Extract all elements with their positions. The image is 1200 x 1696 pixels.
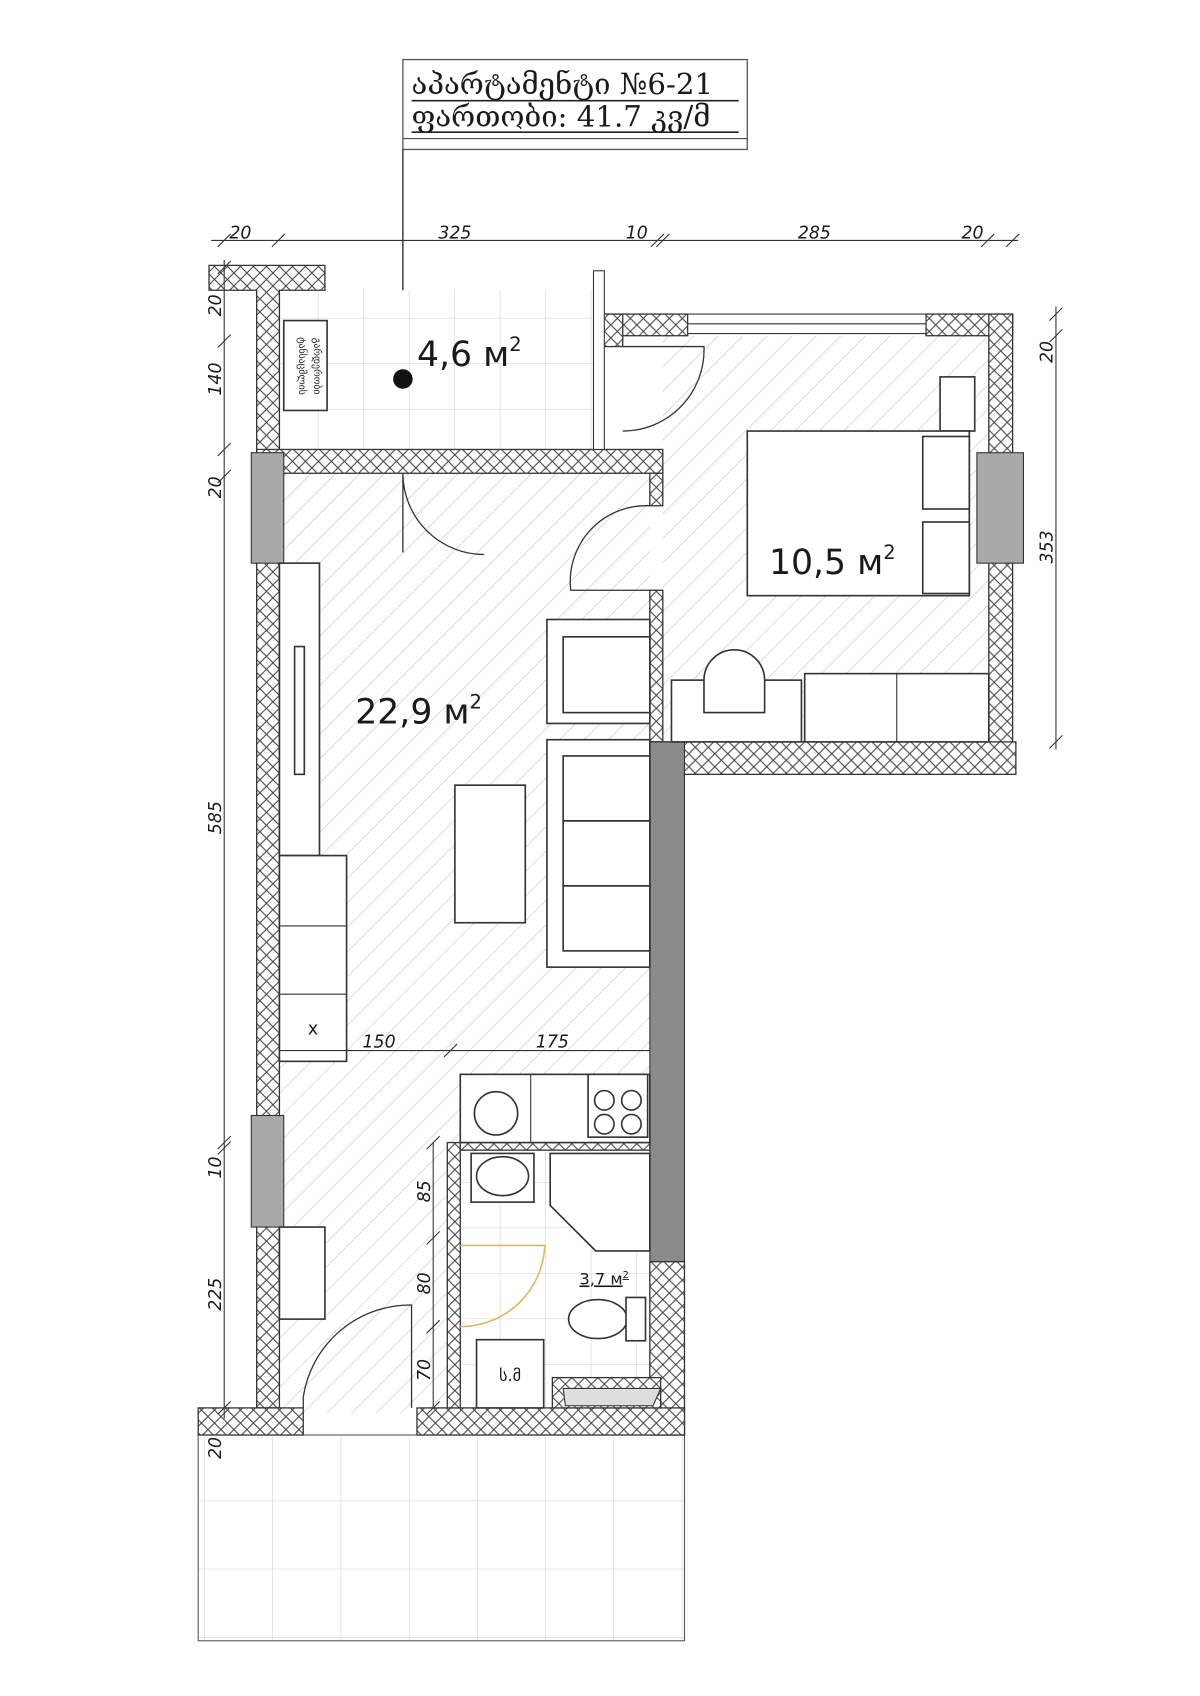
- dim-left-3: 20: [206, 476, 226, 498]
- dim-bath-3: 70: [415, 1359, 435, 1381]
- door-bedroom: [569, 505, 650, 591]
- dim-left-5: 10: [206, 1156, 226, 1178]
- dim-right-2: 353: [1038, 530, 1058, 563]
- nightstand: [939, 376, 976, 432]
- chair: [703, 649, 766, 714]
- bedroom-furniture: [670, 376, 990, 743]
- dim-right-1: 20: [1038, 341, 1058, 363]
- bathroom-area: 3,7 м2: [579, 1269, 628, 1288]
- balcony-area: 4,6 м2: [417, 333, 522, 375]
- walls: [197, 264, 1024, 1436]
- terrace-floor: [197, 1434, 686, 1642]
- balcony-floor: [279, 290, 596, 450]
- dim-left-4: 585: [206, 801, 226, 834]
- bathroom-fixtures: ს.მ: [470, 1152, 662, 1409]
- bathtub-edge: [562, 1387, 662, 1407]
- door-entrance: [302, 1304, 413, 1408]
- coffee-table: [454, 784, 527, 924]
- dim-bath-1: 85: [415, 1180, 435, 1202]
- window-hall: [250, 1114, 285, 1228]
- wardrobe-label-1: ტანსაცმლის: [296, 337, 307, 395]
- doors: [302, 345, 705, 1408]
- wardrobe: [282, 319, 328, 412]
- door-balcony: [402, 473, 485, 556]
- toilet: [567, 1298, 628, 1340]
- dimension-lines: [211, 233, 1063, 1419]
- hall-shelf: [278, 1226, 326, 1320]
- window-living: [250, 452, 285, 564]
- door-balcony-bedroom: [622, 345, 705, 432]
- door-bathroom: [460, 1244, 546, 1328]
- window-bedroom: [976, 452, 1024, 564]
- dim-top-1: 20: [229, 223, 251, 243]
- apartment-area-total: ფართობი: 41.7 კვ/მ: [412, 100, 711, 134]
- washing-machine: [475, 1338, 545, 1409]
- dim-top-2: 325: [438, 223, 471, 243]
- dim-top-4: 285: [798, 223, 831, 243]
- kitchen-units: [278, 854, 348, 1063]
- shower: [549, 1152, 651, 1252]
- fridge-mark: x: [308, 1019, 318, 1039]
- dim-left-2: 140: [206, 363, 226, 396]
- bedroom-area: 10,5 м2: [769, 541, 896, 583]
- pillow: [921, 435, 971, 510]
- dim-inner-1: 150: [363, 1032, 396, 1052]
- pillow: [921, 521, 971, 595]
- dim-left-6: 225: [206, 1278, 226, 1311]
- dim-bath-2: 80: [415, 1272, 435, 1294]
- apartment-title: აპარტამენტი №6-21: [412, 67, 714, 101]
- tv: [293, 645, 306, 776]
- dim-top-3: 10: [626, 223, 648, 243]
- dim-inner-2: 175: [536, 1032, 569, 1052]
- dim-top-5: 20: [962, 223, 984, 243]
- dim-left-1: 20: [206, 294, 226, 316]
- living-furniture: x: [278, 562, 651, 1320]
- wardrobe-label-2: გარდერობი: [311, 338, 322, 395]
- title-box: აპარტამენტი №6-21 ფართობი: 41.7 კვ/მ: [402, 58, 748, 380]
- dim-left-7: 20: [206, 1437, 226, 1459]
- washer-label: ს.მ: [499, 1366, 521, 1385]
- kitchen-sink: [473, 1090, 519, 1136]
- marker-dot: [393, 369, 413, 389]
- living-area: 22,9 м2: [355, 690, 482, 732]
